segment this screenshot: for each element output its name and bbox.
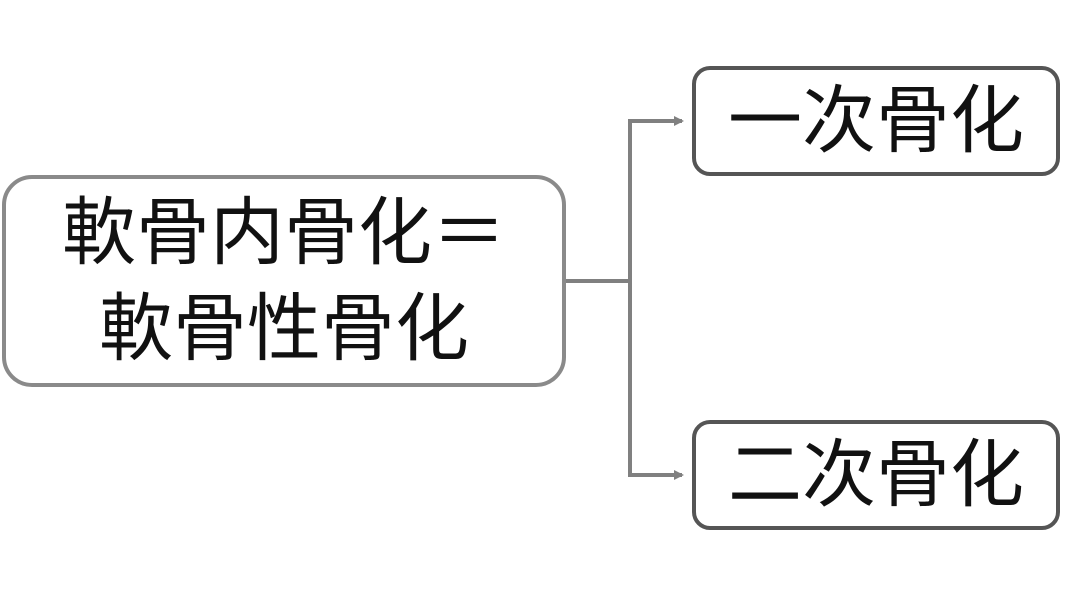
root-node-line-2: 軟骨性骨化	[99, 286, 469, 372]
child-node-secondary-ossification: 二次骨化	[692, 420, 1060, 530]
child-node-secondary-label: 二次骨化	[728, 432, 1024, 518]
child-node-primary-label: 一次骨化	[728, 78, 1024, 164]
child-node-primary-ossification: 一次骨化	[692, 66, 1060, 176]
root-node-line-1: 軟骨内骨化＝	[62, 190, 506, 276]
root-node: 軟骨内骨化＝ 軟骨性骨化	[2, 175, 566, 387]
